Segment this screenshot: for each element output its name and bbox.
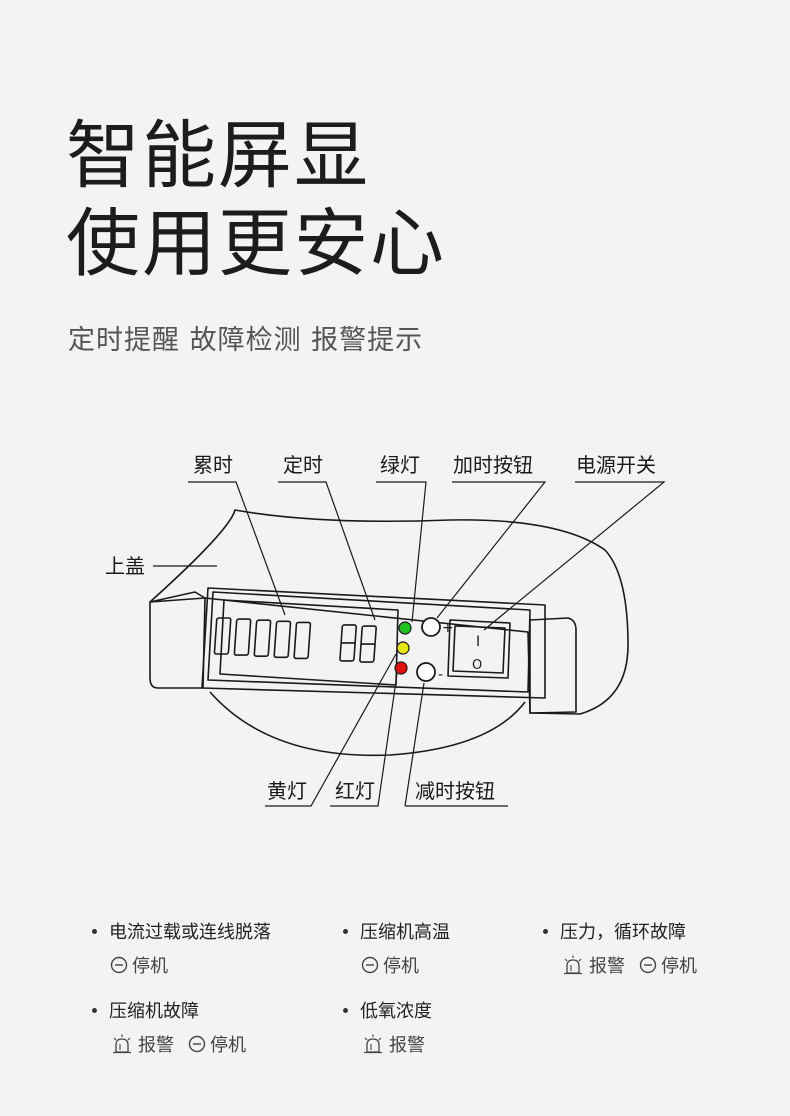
bullet xyxy=(92,928,97,934)
label-red-light: 红灯 xyxy=(335,779,375,803)
control-panel-diagram: + - I O 累时 定时 绿灯 加时按钮 电源开关 上盖 黄灯 红灯 减时按钮 xyxy=(105,453,666,807)
switch-housing xyxy=(447,619,511,679)
label-timer: 定时 xyxy=(283,453,323,477)
headline-line-2: 使用更安心 xyxy=(66,201,446,287)
lcd-digit xyxy=(273,620,292,659)
yellow-led xyxy=(396,641,410,655)
action-label: 停机 xyxy=(132,956,168,977)
feature-item: 压缩机故障 报警 停机 xyxy=(92,997,260,1057)
subline: 定时提醒 故障检测 报警提示 xyxy=(68,325,424,356)
switch-on-mark: I xyxy=(476,634,480,650)
feature-item: 电流过载或连线脱落 停机 xyxy=(92,918,271,978)
green-led xyxy=(398,621,412,635)
feature-title: 压力，循环故障 xyxy=(560,922,686,943)
lcd-digit xyxy=(253,619,272,657)
stop-icon xyxy=(188,1035,206,1053)
panel-frame-outer xyxy=(201,587,546,699)
label-green-light: 绿灯 xyxy=(380,453,420,477)
left-cap xyxy=(149,591,206,689)
headline: 智能屏显 使用更安心 xyxy=(66,112,446,288)
bullet xyxy=(92,1007,97,1013)
lcd-digit xyxy=(293,621,312,660)
stop-icon xyxy=(639,956,657,974)
alarm-icon xyxy=(564,955,582,975)
red-led xyxy=(394,661,408,675)
action-label: 报警 xyxy=(389,1035,425,1056)
label-cumulative-time: 累时 xyxy=(193,453,233,477)
action-label: 报警 xyxy=(589,956,625,977)
bullet xyxy=(343,928,348,934)
alarm-icon xyxy=(364,1034,382,1054)
action-label: 停机 xyxy=(210,1035,246,1056)
bullet xyxy=(543,928,548,934)
minus-sign: - xyxy=(438,667,443,683)
right-cap xyxy=(529,617,577,714)
device-base xyxy=(209,691,526,757)
switch-off-mark: O xyxy=(472,658,482,673)
minus-button xyxy=(416,662,436,682)
label-yellow-light: 黄灯 xyxy=(267,779,307,803)
feature-title: 电流过载或连线脱落 xyxy=(109,922,271,943)
bullet xyxy=(343,1007,348,1013)
feature-title: 低氧浓度 xyxy=(360,1001,432,1022)
stop-icon xyxy=(361,956,379,974)
lcd-digit xyxy=(233,618,252,656)
lcd-digits xyxy=(213,617,377,663)
panel-bezel xyxy=(207,591,531,693)
action-label: 停机 xyxy=(661,956,697,977)
fault-features: 电流过载或连线脱落 停机 压缩机高温 停机 压力，循环故障 报警 停机 压缩机故… xyxy=(0,900,790,1100)
feature-item: 低氧浓度 报警 xyxy=(343,997,439,1057)
headline-line-1: 智能屏显 xyxy=(66,113,370,199)
device-body xyxy=(149,509,629,715)
label-add-time-button: 加时按钮 xyxy=(453,453,533,477)
lcd-digit xyxy=(213,617,232,655)
plus-sign: + xyxy=(442,620,454,636)
label-top-cover: 上盖 xyxy=(105,554,145,578)
switch-rocker xyxy=(452,625,506,674)
alarm-icon xyxy=(113,1034,131,1054)
action-label: 停机 xyxy=(383,956,419,977)
feature-title: 压缩机故障 xyxy=(109,1001,199,1022)
stop-icon xyxy=(110,956,128,974)
action-label: 报警 xyxy=(138,1035,174,1056)
feature-title: 压缩机高温 xyxy=(360,922,450,943)
leader-lines xyxy=(153,481,666,807)
label-power-switch: 电源开关 xyxy=(576,453,656,477)
label-reduce-time-button: 减时按钮 xyxy=(415,779,495,803)
plus-button xyxy=(421,617,441,637)
feature-item: 压缩机高温 停机 xyxy=(343,918,450,978)
feature-item: 压力，循环故障 报警 停机 xyxy=(543,918,711,978)
